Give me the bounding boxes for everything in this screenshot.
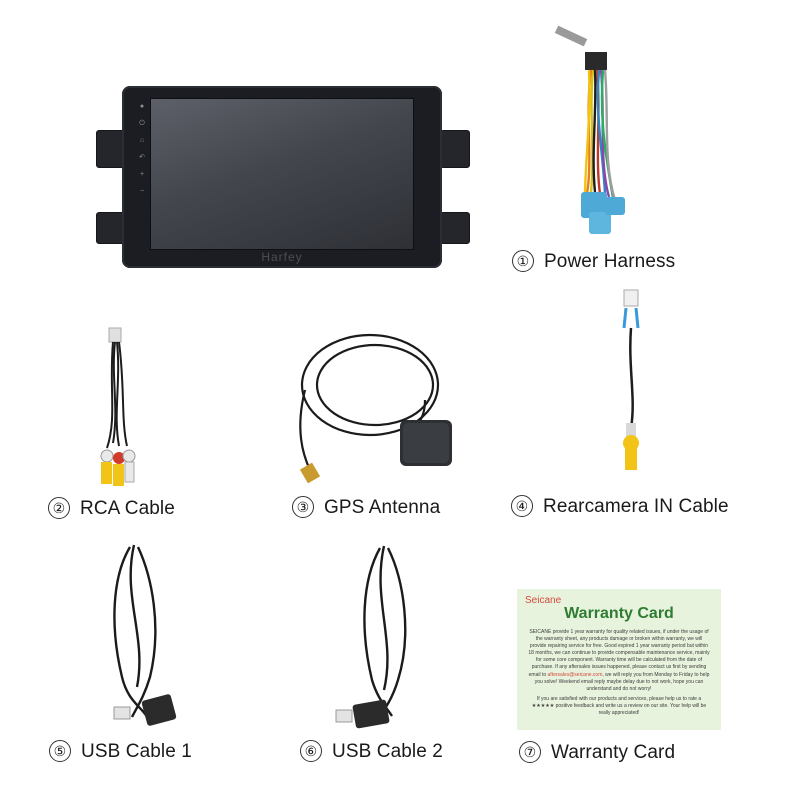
back-icon: ↶ xyxy=(139,154,145,161)
power-harness-illustration xyxy=(554,25,625,234)
caption-gps-antenna: ③ GPS Antenna xyxy=(292,496,440,519)
mount-bracket-top-left xyxy=(96,130,126,168)
mount-bracket-bottom-left xyxy=(96,212,126,244)
head-unit-side-buttons: ● ⏻ ⌂ ↶ + − xyxy=(137,98,147,200)
item-number-1: ① xyxy=(512,250,534,272)
usb-cable-1-illustration xyxy=(113,544,177,726)
caption-label: Power Harness xyxy=(544,251,676,272)
caption-rca-cable: ② RCA Cable xyxy=(48,497,175,520)
mic-icon: ● xyxy=(139,103,145,110)
caption-label: GPS Antenna xyxy=(324,497,441,518)
caption-usb-cable-2: ⑥ USB Cable 2 xyxy=(300,740,443,763)
home-icon: ⌂ xyxy=(139,137,145,144)
warranty-card-title: Warranty Card xyxy=(564,605,674,622)
caption-rearcamera-cable: ④ Rearcamera IN Cable xyxy=(511,495,729,518)
head-unit-brand: Harfey xyxy=(261,250,303,264)
volume-up-icon: + xyxy=(139,171,145,178)
warranty-card-body: SEICANE provide 1 year warranty for qual… xyxy=(527,629,711,720)
caption-label: Warranty Card xyxy=(551,742,676,763)
warranty-card-feedback: If you are satisfied with our products a… xyxy=(531,695,707,717)
warranty-text-2: , we will reply you from Monday to Frida… xyxy=(534,671,710,692)
gps-antenna-illustration xyxy=(299,333,452,484)
caption-usb-cable-1: ⑤ USB Cable 1 xyxy=(49,740,192,763)
warranty-card-paragraph: SEICANE provide 1 year warranty for qual… xyxy=(527,629,711,693)
power-icon: ⏻ xyxy=(139,120,145,127)
caption-label: Rearcamera IN Cable xyxy=(543,496,729,517)
item-number-2: ② xyxy=(48,497,70,519)
caption-power-harness: ① Power Harness xyxy=(512,250,675,273)
volume-down-icon: − xyxy=(139,188,145,195)
head-unit-screen xyxy=(150,98,414,250)
item-number-4: ④ xyxy=(511,495,533,517)
mount-bracket-bottom-right xyxy=(440,212,470,244)
caption-label: RCA Cable xyxy=(80,498,175,519)
warranty-email-link: aftersales@seicane.com xyxy=(547,671,603,678)
item-number-5: ⑤ xyxy=(49,740,71,762)
item-number-6: ⑥ xyxy=(300,740,322,762)
usb-cable-2-illustration xyxy=(335,545,407,729)
caption-label: USB Cable 1 xyxy=(81,741,192,762)
warranty-card-brand: Seicane xyxy=(525,595,562,606)
caption-warranty-card: ⑦ Warranty Card xyxy=(519,741,675,764)
warranty-text-1: SEICANE provide 1 year warranty for qual… xyxy=(528,629,710,678)
rearcamera-cable-illustration xyxy=(622,289,640,470)
item-number-7: ⑦ xyxy=(519,741,541,763)
rca-cable-illustration xyxy=(100,327,136,486)
warranty-card: Seicane Warranty Card SEICANE provide 1 … xyxy=(517,589,721,730)
item-number-3: ③ xyxy=(292,496,314,518)
mount-bracket-top-right xyxy=(440,130,470,168)
head-unit-frame: ● ⏻ ⌂ ↶ + − Harfey xyxy=(122,86,442,268)
caption-label: USB Cable 2 xyxy=(332,741,443,762)
